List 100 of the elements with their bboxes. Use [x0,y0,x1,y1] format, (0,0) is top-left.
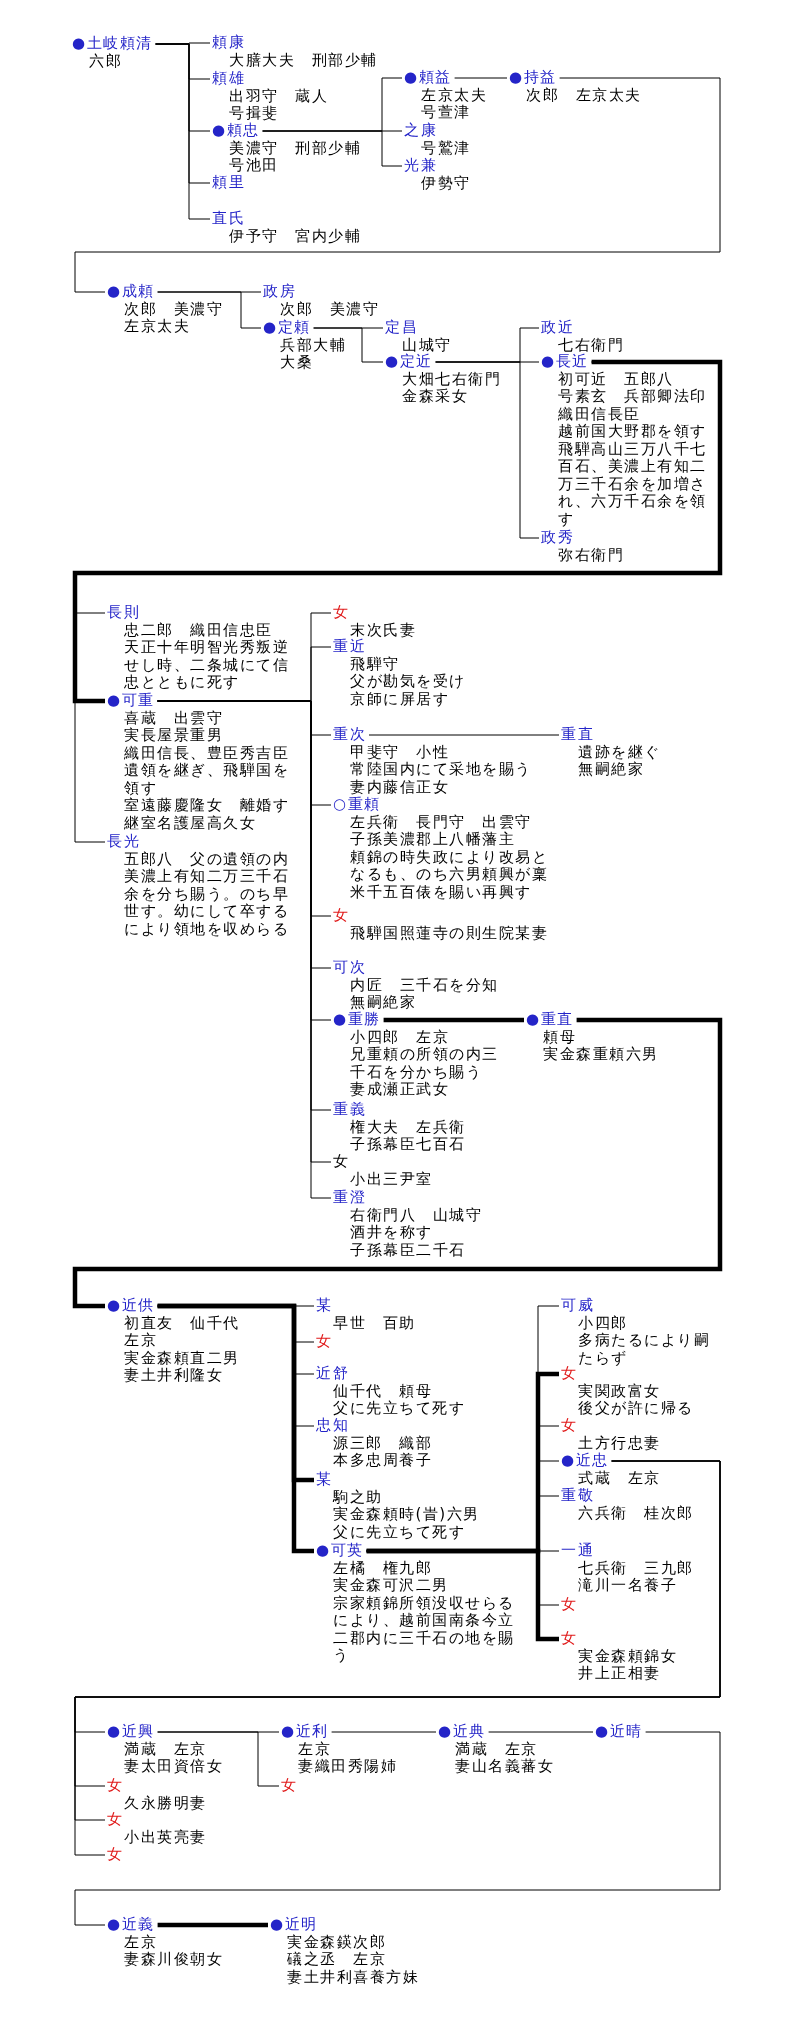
person-name: 女 [107,1846,124,1864]
person-name: ●頼忠 [212,122,260,140]
note-text: 大畑七右衛門 [401,370,501,388]
person-name: ●重勝 [333,1011,381,1029]
note-text: 左兵衛 長門守 出雲守 [349,813,533,831]
note-text: 左京 [123,1332,158,1350]
note-text: 伊予守 宮内少輔 [228,227,361,245]
person-name: 女 [561,1417,578,1435]
note-text: 山城守 [402,336,452,354]
note-text: 宗家頼錦所領没収せらるにより、越前国南条今立二郡内に三千石の地を賜う [332,1594,516,1665]
note-text: 妻土井利隆女 [123,1367,224,1385]
person-name: 頼里 [212,174,245,192]
note-text: 妻成瀬正武女 [349,1081,450,1099]
person-name: 頼雄 [212,70,245,88]
lineage-line [74,77,721,293]
lineage-line [262,130,403,167]
note-text: 頼錦の時失政により改易となるも、のち六男頼興が稟米千五百俵を賜い再興す [349,848,549,901]
note-text: 実金森頼直二男 [123,1349,240,1367]
note-text: 満蔵 左京 [123,1740,208,1758]
person-name: 重近 [333,638,366,656]
lineage-line [366,1548,559,1642]
note-text: 父に先立ちて死す [332,1400,465,1418]
person-name: ●可重 [107,692,155,710]
person-name: ○重頼 [333,796,381,814]
person-name: ●長近 [541,353,589,371]
person-name: 一通 [561,1542,594,1560]
lineage-line [313,327,384,363]
note-text: 小四郎 [577,1314,629,1332]
note-text: 無嗣絶家 [349,994,417,1011]
person-name: 某 [316,1297,333,1315]
person-name: 定昌 [385,319,418,337]
lineage-line [72,1017,723,1309]
note-text: 実金森可沢二男 [332,1577,450,1595]
note-text: 土方行忠妻 [577,1434,661,1452]
note-text: 常陸国内にて采地を賜う [349,761,532,779]
note-text: 七兵衛 三九郎 [577,1559,694,1577]
person-name: 重次 [333,726,366,744]
note-text: 室遠藤慶隆女 離婚す [123,797,290,815]
note-text: 号鷲津 [420,139,471,157]
note-text: 妻内藤信正女 [349,778,450,796]
person-name: 女 [316,1333,333,1351]
person-name: ●土岐頼清 [72,35,153,53]
note-text: 早世 百助 [332,1314,416,1332]
note-text: 井上正相妻 [577,1665,662,1683]
note-text: 織田信長、豊臣秀吉臣 [123,744,290,762]
note-text: 実長屋景重男 [123,727,224,745]
note-text: 遺領を継ぎ、飛騨国を領す [123,762,290,797]
note-text: 弥右衛門 [557,546,624,564]
note-text: 妻森川俊朝女 [123,1951,223,1969]
person-name: 忠知 [316,1417,349,1435]
note-text: 兵部大輔 [279,336,346,354]
person-name: 重澄 [333,1189,366,1207]
note-text: 六兵衛 桂次郎 [577,1504,694,1522]
note-text: 左京 [123,1933,158,1951]
note-text: 無嗣絶家 [577,761,645,779]
note-text: 妻山名義蕃女 [454,1758,554,1776]
note-text: 出羽守 蔵人 [228,87,328,105]
note-text: 甲斐守 小性 [349,743,450,761]
person-name: 政房 [263,283,296,301]
note-text: 次郎 美濃守 [123,300,223,318]
person-name: 女 [561,1596,578,1614]
lineage-line [454,77,508,79]
person-name: ●定近 [385,353,433,371]
note-text: 左京太夫 [123,318,191,336]
lineage-line [74,1731,721,1926]
person-name: 可次 [333,959,366,977]
note-text: 満蔵 左京 [454,1740,539,1758]
note-text: 礒之丞 左京 [286,1951,387,1969]
person-name: 女 [107,1811,124,1829]
note-text: 大桑 [279,354,314,372]
note-text: 六郎 [88,52,123,70]
note-text: 子孫美濃郡上八幡藩主 [349,831,516,849]
person-name: ●近忠 [561,1452,609,1470]
note-text: 号池田 [228,157,280,175]
note-text: 妻土井利喜養方妹 [286,1968,419,1986]
note-text: 大膳大夫 刑部少輔 [228,51,378,69]
person-name: 某 [316,1471,333,1489]
note-text: 滝川一名養子 [577,1577,678,1595]
note-text: 久永勝明妻 [123,1794,207,1812]
person-name: 長則 [107,604,140,622]
person-name: 重直 [561,726,594,744]
note-text: 権大夫 左兵衛 [349,1118,466,1136]
note-text: 父が勘気を受け京師に屏居す [349,673,467,708]
note-text: 金森采女 [401,388,469,406]
note-text: 忠二郎 織田信忠臣 [123,621,274,639]
note-text: 次郎 美濃守 [279,300,379,318]
lineage-line [157,291,262,329]
lineage-line [157,1303,314,1554]
person-name: 近舒 [316,1365,349,1383]
person-name: ●持益 [509,69,557,87]
lineage-line [383,1017,524,1023]
note-text: 妻太田資倍女 [123,1758,223,1776]
person-name: 女 [281,1777,298,1795]
person-name: 長光 [107,833,140,851]
person-name: ●近興 [107,1723,155,1741]
note-text: 号萱津 [420,104,472,122]
person-name: 女 [107,1777,124,1795]
lineage-line [435,361,540,539]
lineage-line [488,1731,594,1733]
note-text: 左京 [297,1740,332,1758]
